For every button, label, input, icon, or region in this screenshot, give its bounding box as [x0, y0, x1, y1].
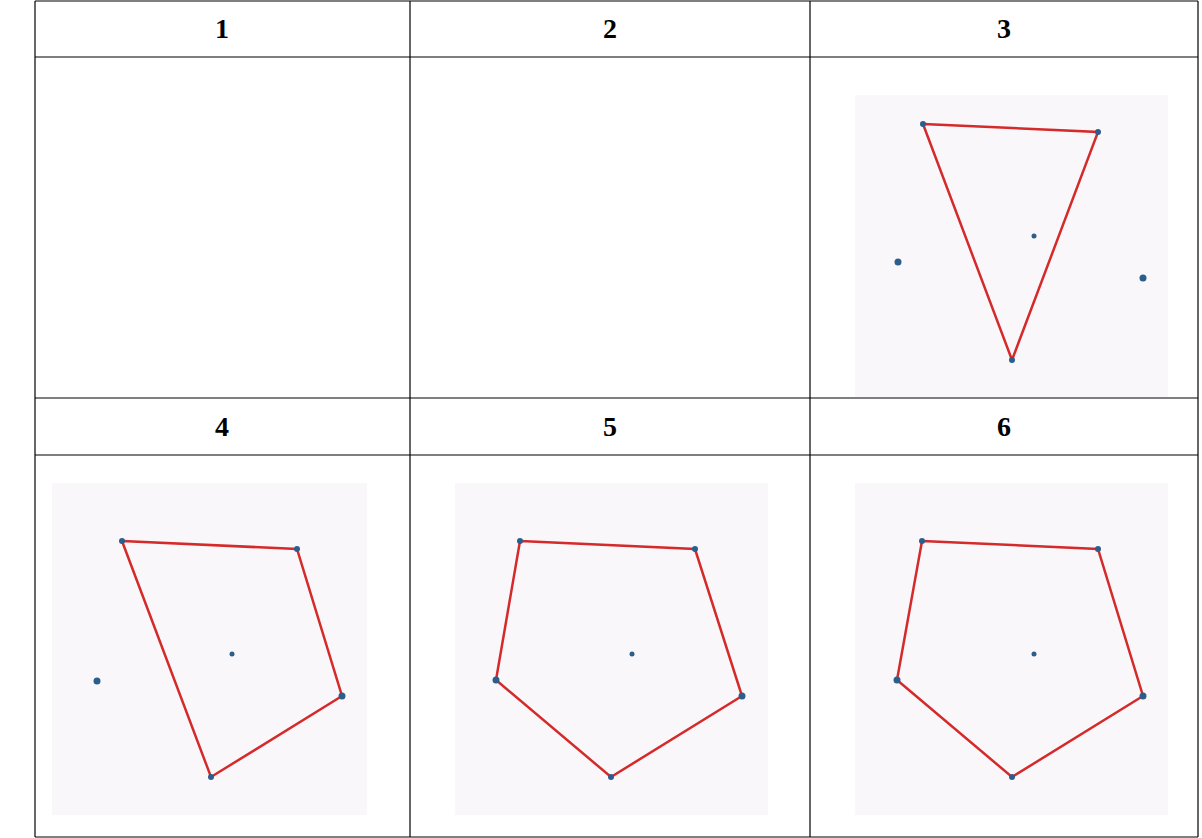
hull-step-6: [894, 538, 1147, 780]
hull-step-3: [895, 121, 1147, 363]
table-cell-number: 2: [603, 15, 617, 43]
table-cell-number: 3: [997, 15, 1011, 43]
photo-ground: [855, 483, 1168, 815]
table-cell-number: 1: [215, 15, 229, 43]
table-cell-number: 6: [997, 413, 1011, 441]
table-cell-number: 4: [215, 413, 229, 441]
table-cell-number: 5: [603, 413, 617, 441]
photo-ground: [855, 95, 1168, 397]
photo-ground: [455, 483, 768, 815]
hull-step-4: [94, 538, 346, 780]
hull-step-5: [493, 538, 746, 780]
photo-ground: [52, 483, 367, 815]
table-grid: [35, 1, 1198, 837]
